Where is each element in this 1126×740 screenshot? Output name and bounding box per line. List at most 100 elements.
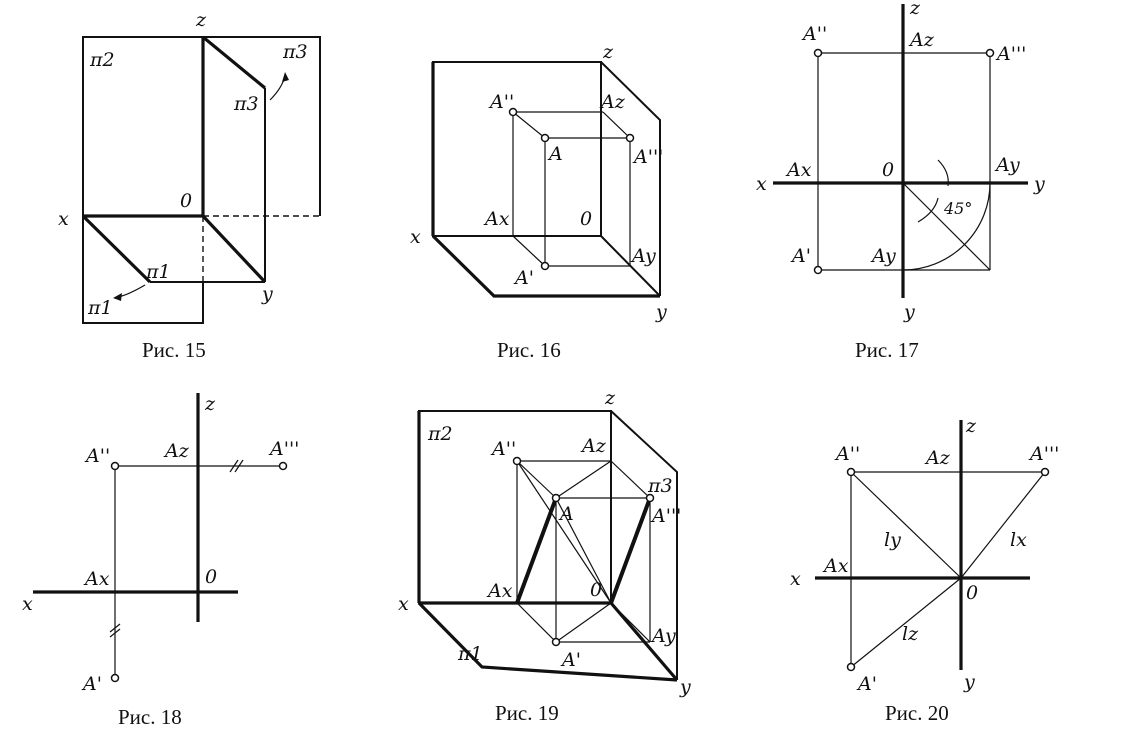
fig16-label-A3: A''': [632, 146, 663, 168]
fig20-label-o: 0: [966, 582, 978, 604]
fig16-label-Ay: Ay: [630, 245, 656, 267]
fig16-label-A: A: [547, 143, 563, 165]
fig19-label-Az: Az: [580, 435, 607, 457]
fig20-point-A1: [846, 662, 856, 672]
fig17-label-A1: A': [790, 245, 811, 267]
fig16-plane-pi2: [432, 61, 602, 237]
fig19-point-A: [551, 493, 561, 503]
fig18-point-A1: [110, 673, 120, 683]
fig20-label-A2: A'': [834, 443, 860, 465]
fig20-label-Ax: Ax: [822, 555, 849, 577]
fig16-proj-3: [512, 111, 546, 139]
fig15-label-pi3-inner: π3: [233, 93, 259, 115]
fig15-caption: Рис. 15: [142, 338, 206, 362]
fig20-label-A3: A''': [1028, 443, 1059, 465]
fig15-pi3-fold: [201, 35, 267, 90]
fig15-plane-pi1-outline: [82, 216, 204, 324]
fig17-angle-arc: [917, 197, 939, 223]
fig17-point-A2: [813, 48, 823, 58]
fig15-label-pi3: π3: [282, 41, 308, 63]
fig19-label-A3: A''': [650, 505, 681, 527]
fig19-point-A3: [645, 493, 655, 503]
fig16-plane-pi3-outline: [600, 61, 661, 296]
fig18-tick-1a: [229, 459, 239, 473]
fig17-point-A1: [813, 265, 823, 275]
fig17-label-Ay1: Ay: [994, 154, 1020, 176]
fig18-label-Az: Az: [163, 440, 190, 462]
fig16-plane-pi1-outline: [431, 234, 660, 298]
fig20-label-y: y: [963, 671, 975, 693]
fig19-label-Ax: Ax: [486, 580, 513, 602]
fig20-label-x: x: [790, 568, 801, 590]
fig17-caption: Рис. 17: [855, 338, 919, 362]
fig19-bold-segment-1: [515, 497, 558, 604]
fig20-caption: Рис. 20: [885, 701, 949, 725]
fig20-label-lz: lz: [902, 623, 919, 645]
fig16-label-z: z: [602, 41, 614, 63]
figure-15: z x 0 y π2 π3 π3 π1 π1 Рис. 15: [58, 9, 321, 362]
fig19-diag-5: [610, 602, 651, 643]
fig17-label-z: z: [909, 0, 921, 19]
fig17-label-y2: y: [903, 301, 915, 323]
fig16-label-Ax: Ax: [483, 208, 510, 230]
fig15-label-pi1: π1: [87, 297, 113, 319]
figure-19: z x 0 y π2 π3 π1 A'' Az A A''' Ax A' Ay …: [398, 387, 691, 725]
fig19-label-pi2: π2: [427, 423, 453, 445]
fig17-point-A3: [985, 48, 995, 58]
fig20-label-A1: A': [856, 673, 877, 695]
fig16-label-y: y: [655, 301, 667, 323]
fig18-label-A3: A''': [268, 438, 299, 460]
fig17-label-y1: y: [1033, 173, 1045, 195]
fig19-point-A2: [512, 456, 522, 466]
fig15-label-pi2: π2: [89, 49, 115, 71]
fig19-label-A2: A'': [490, 438, 516, 460]
fig19-label-z: z: [604, 387, 616, 409]
fig18-label-Ax: Ax: [83, 568, 110, 590]
fig17-label-A3: A''': [995, 43, 1026, 65]
fig15-label-pi1-inner: π1: [145, 261, 171, 283]
fig17-arc: [902, 182, 991, 271]
fig20-point-A3: [1040, 467, 1050, 477]
fig16-point-A: [540, 133, 550, 143]
fig17-label-o: 0: [882, 159, 894, 181]
fig15-label-z: z: [195, 9, 207, 31]
fig19-label-o: 0: [590, 579, 602, 601]
fig16-label-x: x: [410, 226, 421, 248]
fig18-tick-1b: [234, 459, 244, 473]
fig15-y-diagonal: [201, 214, 267, 284]
fig16-proj-5: [602, 111, 631, 139]
fig16-label-A2: A'': [488, 91, 514, 113]
fig20-label-z: z: [965, 415, 977, 437]
fig19-label-A: A: [558, 503, 574, 525]
fig19-plane-pi1-outline: [417, 601, 678, 682]
fig16-label-A1: A': [513, 267, 534, 289]
fig16-point-A3: [625, 133, 635, 143]
fig20-label-ly: ly: [884, 529, 901, 551]
fig15-label-o: 0: [180, 190, 192, 212]
fig15-pi1-arrowhead: [113, 293, 122, 301]
fig19-proj-7: [516, 602, 557, 643]
fig16-point-A2: [508, 107, 518, 117]
fig18-label-o: 0: [205, 566, 217, 588]
fig16-caption: Рис. 16: [497, 338, 561, 362]
figure-18: z x 0 A'' Az A''' Ax A' Рис. 18: [22, 393, 299, 729]
fig15-plane-pi3-outline: [203, 36, 321, 216]
fig17-label-Ax: Ax: [785, 159, 812, 181]
fig16-proj-7: [512, 235, 546, 267]
fig15-pi1-fold: [81, 214, 152, 284]
fig17-45-line: [902, 182, 991, 271]
fig18-label-A2: A'': [84, 445, 110, 467]
fig15-label-y: y: [261, 283, 273, 305]
fig20-label-Az: Az: [924, 447, 951, 469]
fig17-label-angle: 45°: [943, 199, 972, 218]
fig18-label-x: x: [22, 593, 33, 615]
fig19-diag-4: [555, 602, 612, 643]
fig20-line-lz: [850, 577, 962, 668]
fig19-label-y: y: [679, 676, 691, 698]
fig19-label-x: x: [398, 593, 409, 615]
fig19-diag-3: [555, 460, 612, 499]
fig18-label-A1: A': [81, 673, 102, 695]
fig19-label-Ay: Ay: [650, 625, 676, 647]
fig18-point-A2: [110, 461, 120, 471]
